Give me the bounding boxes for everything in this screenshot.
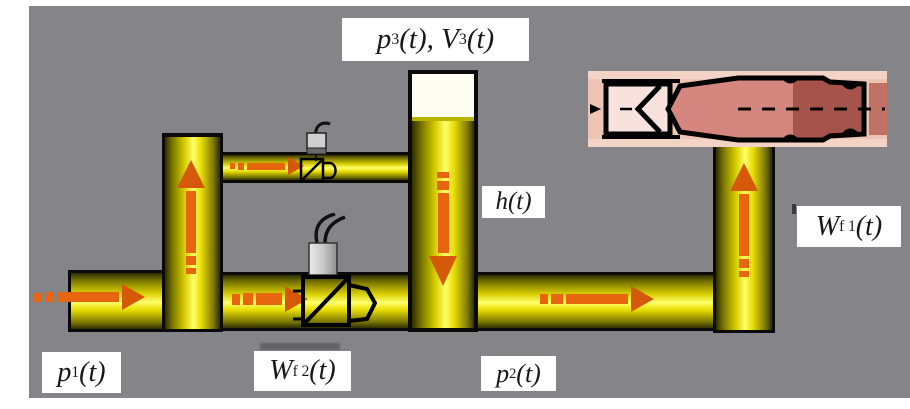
arrow-head	[631, 286, 654, 312]
flow-arrow-inlet-icon	[34, 284, 145, 310]
arrow-dash	[34, 292, 42, 302]
arrow-dash	[437, 181, 449, 190]
label-text: (t)	[466, 23, 495, 55]
artifact-smudge	[260, 343, 340, 350]
label-text: h	[495, 188, 508, 215]
arrow-dash	[437, 172, 449, 178]
arrow-shaft	[247, 162, 285, 170]
label-text: p	[496, 358, 510, 388]
arrow-dash	[186, 268, 196, 274]
arrow-shaft	[57, 292, 119, 302]
arrow-shaft	[256, 293, 282, 305]
control-valve-small-icon	[299, 121, 337, 183]
flow-arrow-outlet-icon	[540, 286, 654, 312]
arrow-shaft	[437, 193, 449, 253]
label-text: p	[57, 356, 72, 388]
arrow-dash	[540, 294, 548, 304]
label-text: (t)	[79, 356, 106, 388]
arrow-shaft	[566, 294, 628, 304]
control-valve-large-icon	[293, 213, 377, 327]
flow-arrow-tank-down-icon	[429, 172, 457, 286]
arrow-dash	[243, 293, 253, 305]
label-text: (t)	[309, 355, 336, 386]
label-text: W	[815, 210, 840, 242]
flow-arrow-left-riser-up-icon	[177, 160, 205, 274]
arrow-head	[429, 256, 457, 286]
label-text: (t)	[507, 188, 532, 215]
propellant-tank	[408, 70, 478, 332]
tank-gas-space	[412, 74, 474, 121]
arrow-shaft	[186, 191, 196, 253]
arrow-dash	[739, 259, 749, 268]
arrow-dash	[238, 162, 244, 170]
arrow-dash	[45, 292, 54, 302]
arrow-dash	[551, 294, 563, 304]
flow-arrow-upper-branch-icon	[230, 157, 304, 175]
label-liquid-level: h(t)	[482, 186, 545, 218]
label-text: (t)	[516, 358, 541, 388]
arrow-dash	[739, 271, 749, 277]
flow-arrow-right-riser-up-icon	[730, 163, 758, 277]
label-text: W	[269, 355, 293, 386]
label-text: V	[441, 23, 459, 55]
arrow-dash	[186, 256, 196, 265]
arrow-head	[122, 284, 145, 310]
label-text: (t)	[855, 210, 883, 242]
artifact-tick	[792, 204, 796, 214]
rocket-engine-image	[588, 71, 887, 147]
arrow-dash	[230, 163, 235, 169]
label-separator: ,	[426, 23, 442, 55]
arrow-head	[730, 163, 758, 191]
arrow-shaft	[739, 194, 749, 256]
arrow-head	[177, 160, 205, 188]
label-text: p	[376, 23, 392, 55]
arrow-dash	[232, 293, 240, 305]
label-text: (t)	[399, 23, 427, 55]
